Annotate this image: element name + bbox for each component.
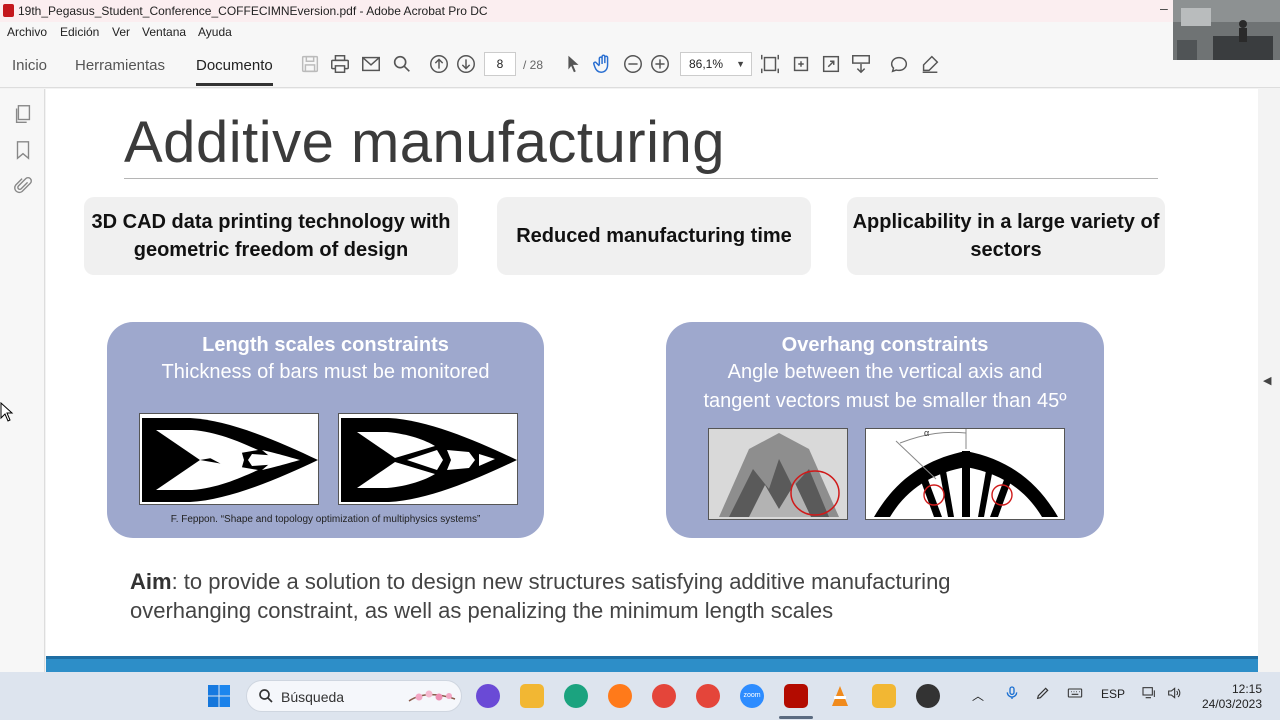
windows-taskbar: Búsqueda zoom ︿ ESP 12:15 24/03/2023 — [0, 672, 1280, 720]
language-indicator[interactable]: ESP — [1101, 687, 1126, 701]
overhang-text-line2: tangent vectors must be smaller than 45º — [703, 390, 1067, 412]
chevron-down-icon: ▼ — [736, 59, 745, 69]
slide-title: Additive manufacturing — [124, 110, 725, 175]
clock-date: 24/03/2023 — [1201, 697, 1262, 711]
zoom-app-icon[interactable]: zoom — [740, 684, 764, 708]
show-hidden-icons[interactable]: ︿ — [972, 689, 985, 703]
firefox-icon[interactable] — [608, 684, 632, 708]
search-label: Búsqueda — [281, 689, 345, 705]
media-player-icon[interactable] — [872, 684, 896, 708]
system-clock[interactable]: 12:15 24/03/2023 — [1196, 682, 1262, 712]
network-icon[interactable] — [1140, 685, 1158, 704]
overhang-diagram: α — [865, 428, 1065, 520]
zoom-in-icon[interactable] — [648, 52, 672, 76]
menu-ayuda[interactable]: Ayuda — [198, 25, 232, 39]
aim-statement: Aim: to provide a solution to design new… — [130, 567, 951, 625]
feature-cad-printing: 3D CAD data printing technology with geo… — [84, 197, 458, 275]
active-app-indicator — [779, 716, 813, 719]
expand-right-pane-icon[interactable]: ◀ — [1263, 375, 1272, 387]
length-scales-panel: Length scales constraints Thickness of b… — [107, 322, 544, 538]
topology-image-thin — [139, 413, 319, 505]
select-pointer-icon[interactable] — [561, 52, 585, 76]
tab-documento[interactable]: Documento — [196, 57, 273, 86]
zoom-level-select[interactable]: 86,1% ▼ — [680, 52, 752, 76]
clock-time: 12:15 — [1231, 682, 1262, 696]
zoom-level-value: 86,1% — [689, 57, 724, 71]
image-credit: F. Feppon. “Shape and topology optimizat… — [170, 514, 481, 525]
tab-inicio[interactable]: Inicio — [12, 57, 48, 74]
print-icon[interactable] — [328, 52, 352, 76]
next-page-icon[interactable] — [454, 52, 478, 76]
rotate-view-icon[interactable] — [789, 52, 813, 76]
teams-chat-icon[interactable] — [476, 684, 500, 708]
overhang-text-line1: Angle between the vertical axis and — [727, 361, 1043, 383]
search-icon[interactable] — [390, 52, 414, 76]
highlight-pen-icon[interactable] — [918, 52, 942, 76]
scroll-mode-icon[interactable] — [849, 52, 873, 76]
attachment-icon[interactable] — [12, 175, 34, 197]
email-icon[interactable] — [359, 52, 383, 76]
chrome-profile-icon[interactable] — [696, 684, 720, 708]
title-divider — [124, 178, 1158, 179]
fit-page-icon[interactable] — [758, 52, 782, 76]
taskbar-search[interactable]: Búsqueda — [246, 680, 462, 712]
acrobat-taskbar-icon[interactable] — [784, 684, 808, 708]
comment-icon[interactable] — [887, 52, 911, 76]
chrome-icon[interactable] — [652, 684, 676, 708]
vlc-icon[interactable] — [828, 684, 852, 708]
page-number-input[interactable]: 8 — [484, 52, 516, 76]
overhang-heading: Overhang constraints — [781, 334, 989, 356]
tab-herramientas[interactable]: Herramientas — [75, 57, 166, 74]
feature-reduced-time: Reduced manufacturing time — [497, 197, 811, 275]
webcam-overlay — [1173, 0, 1280, 60]
menu-bar: Archivo Edición Ver Ventana Ayuda — [0, 22, 1280, 42]
video-player-icon[interactable] — [916, 684, 940, 708]
window-title: 19th_Pegasus_Student_Conference_COFFECIM… — [18, 4, 488, 18]
topology-image-thick — [338, 413, 518, 505]
zoom-out-icon[interactable] — [621, 52, 645, 76]
slide-footer-bar — [46, 656, 1258, 672]
printed-part-photo — [708, 428, 848, 520]
pdf-file-icon — [3, 4, 14, 17]
aim-text-line1: : to provide a solution to design new st… — [171, 569, 951, 594]
hand-tool-icon[interactable] — [591, 52, 615, 76]
microphone-icon[interactable] — [1004, 685, 1020, 704]
menu-ventana[interactable]: Ventana — [142, 25, 187, 39]
full-screen-icon[interactable] — [819, 52, 843, 76]
keyboard-icon[interactable] — [1066, 685, 1084, 704]
toolbar: Inicio Herramientas Documento — [0, 42, 1280, 88]
window-title-bar: 19th_Pegasus_Student_Conference_COFFECIM… — [0, 0, 1280, 22]
mouse-cursor-icon — [0, 401, 14, 422]
menu-edicion[interactable]: Edición — [60, 25, 100, 39]
file-explorer-icon[interactable] — [520, 684, 544, 708]
pdf-page: Additive manufacturing 3D CAD data print… — [46, 89, 1258, 672]
cherry-blossom-icon — [407, 687, 457, 707]
minimize-button[interactable]: – — [1160, 0, 1168, 16]
page-total: / 28 — [523, 58, 544, 72]
volume-icon[interactable] — [1165, 685, 1183, 704]
angle-label: α — [924, 428, 930, 438]
aim-text-line2: overhanging constraint, as well as penal… — [130, 598, 834, 623]
bookmark-icon[interactable] — [12, 139, 34, 161]
menu-archivo[interactable]: Archivo — [7, 25, 48, 39]
feature-applicability: Applicability in a large variety of sect… — [847, 197, 1165, 275]
length-scales-text: Thickness of bars must be monitored — [161, 361, 490, 383]
left-sidebar — [0, 89, 45, 672]
edge-browser-icon[interactable] — [564, 684, 588, 708]
page-thumbnails-icon[interactable] — [12, 103, 34, 125]
length-scales-heading: Length scales constraints — [202, 334, 449, 356]
previous-page-icon[interactable] — [427, 52, 451, 76]
aim-label: Aim — [130, 569, 172, 594]
overhang-panel: Overhang constraints Angle between the v… — [666, 322, 1104, 538]
menu-ver[interactable]: Ver — [112, 25, 131, 39]
windows-start-icon[interactable] — [207, 684, 231, 708]
search-icon — [257, 687, 275, 705]
pen-icon[interactable] — [1035, 685, 1051, 704]
save-icon[interactable] — [298, 52, 322, 76]
